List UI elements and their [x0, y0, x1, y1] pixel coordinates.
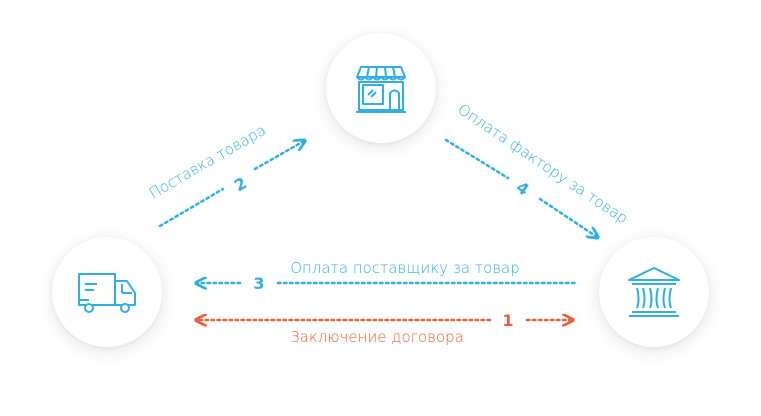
flow-1-step-number: 1	[502, 311, 513, 330]
flow-1-label: Заключение договора	[290, 328, 464, 346]
flow-3-payment-supplier: 3 Оплата поставщику за товар	[197, 259, 580, 293]
flow-1-contract: 1 Заключение договора	[197, 311, 572, 346]
flow-4-step-number: 4	[513, 177, 533, 199]
shop-node	[326, 33, 436, 143]
supplier-node	[52, 237, 162, 347]
bank-icon	[628, 267, 680, 317]
shop-icon	[356, 66, 406, 113]
truck-icon	[78, 273, 136, 313]
flow-4-label: Оплата фактору за товар	[454, 100, 631, 227]
flow-4-payment-factor: 4 Оплата фактору за товар	[444, 100, 631, 237]
bank-node	[599, 237, 709, 347]
flow-2-delivery: 2 Поставка товара	[146, 121, 304, 228]
flow-3-label: Оплата поставщику за товар	[290, 259, 520, 277]
flow-3-step-number: 3	[253, 274, 264, 293]
flow-2-step-number: 2	[231, 173, 250, 195]
flow-2-label: Поставка товара	[146, 121, 269, 203]
